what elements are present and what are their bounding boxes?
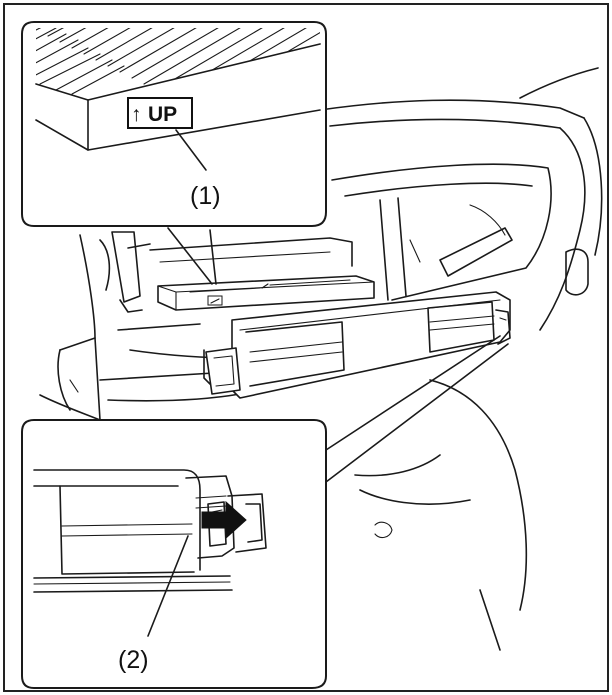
- up-arrow-glyph: ↑: [131, 103, 142, 126]
- push-direction-arrow-icon: [201, 500, 247, 540]
- up-marking-text: UP: [148, 103, 177, 126]
- callout-1-zoom: ↑ UP (1): [21, 21, 327, 285]
- callout-label-2: (2): [118, 646, 149, 674]
- callout-label-1: (1): [190, 182, 221, 210]
- dashboard-background: [39, 67, 603, 651]
- filter-cover: [203, 291, 511, 399]
- up-marking-box: [127, 97, 193, 129]
- filter-housing: [99, 231, 353, 402]
- callout-2-zoom: (2): [21, 335, 509, 689]
